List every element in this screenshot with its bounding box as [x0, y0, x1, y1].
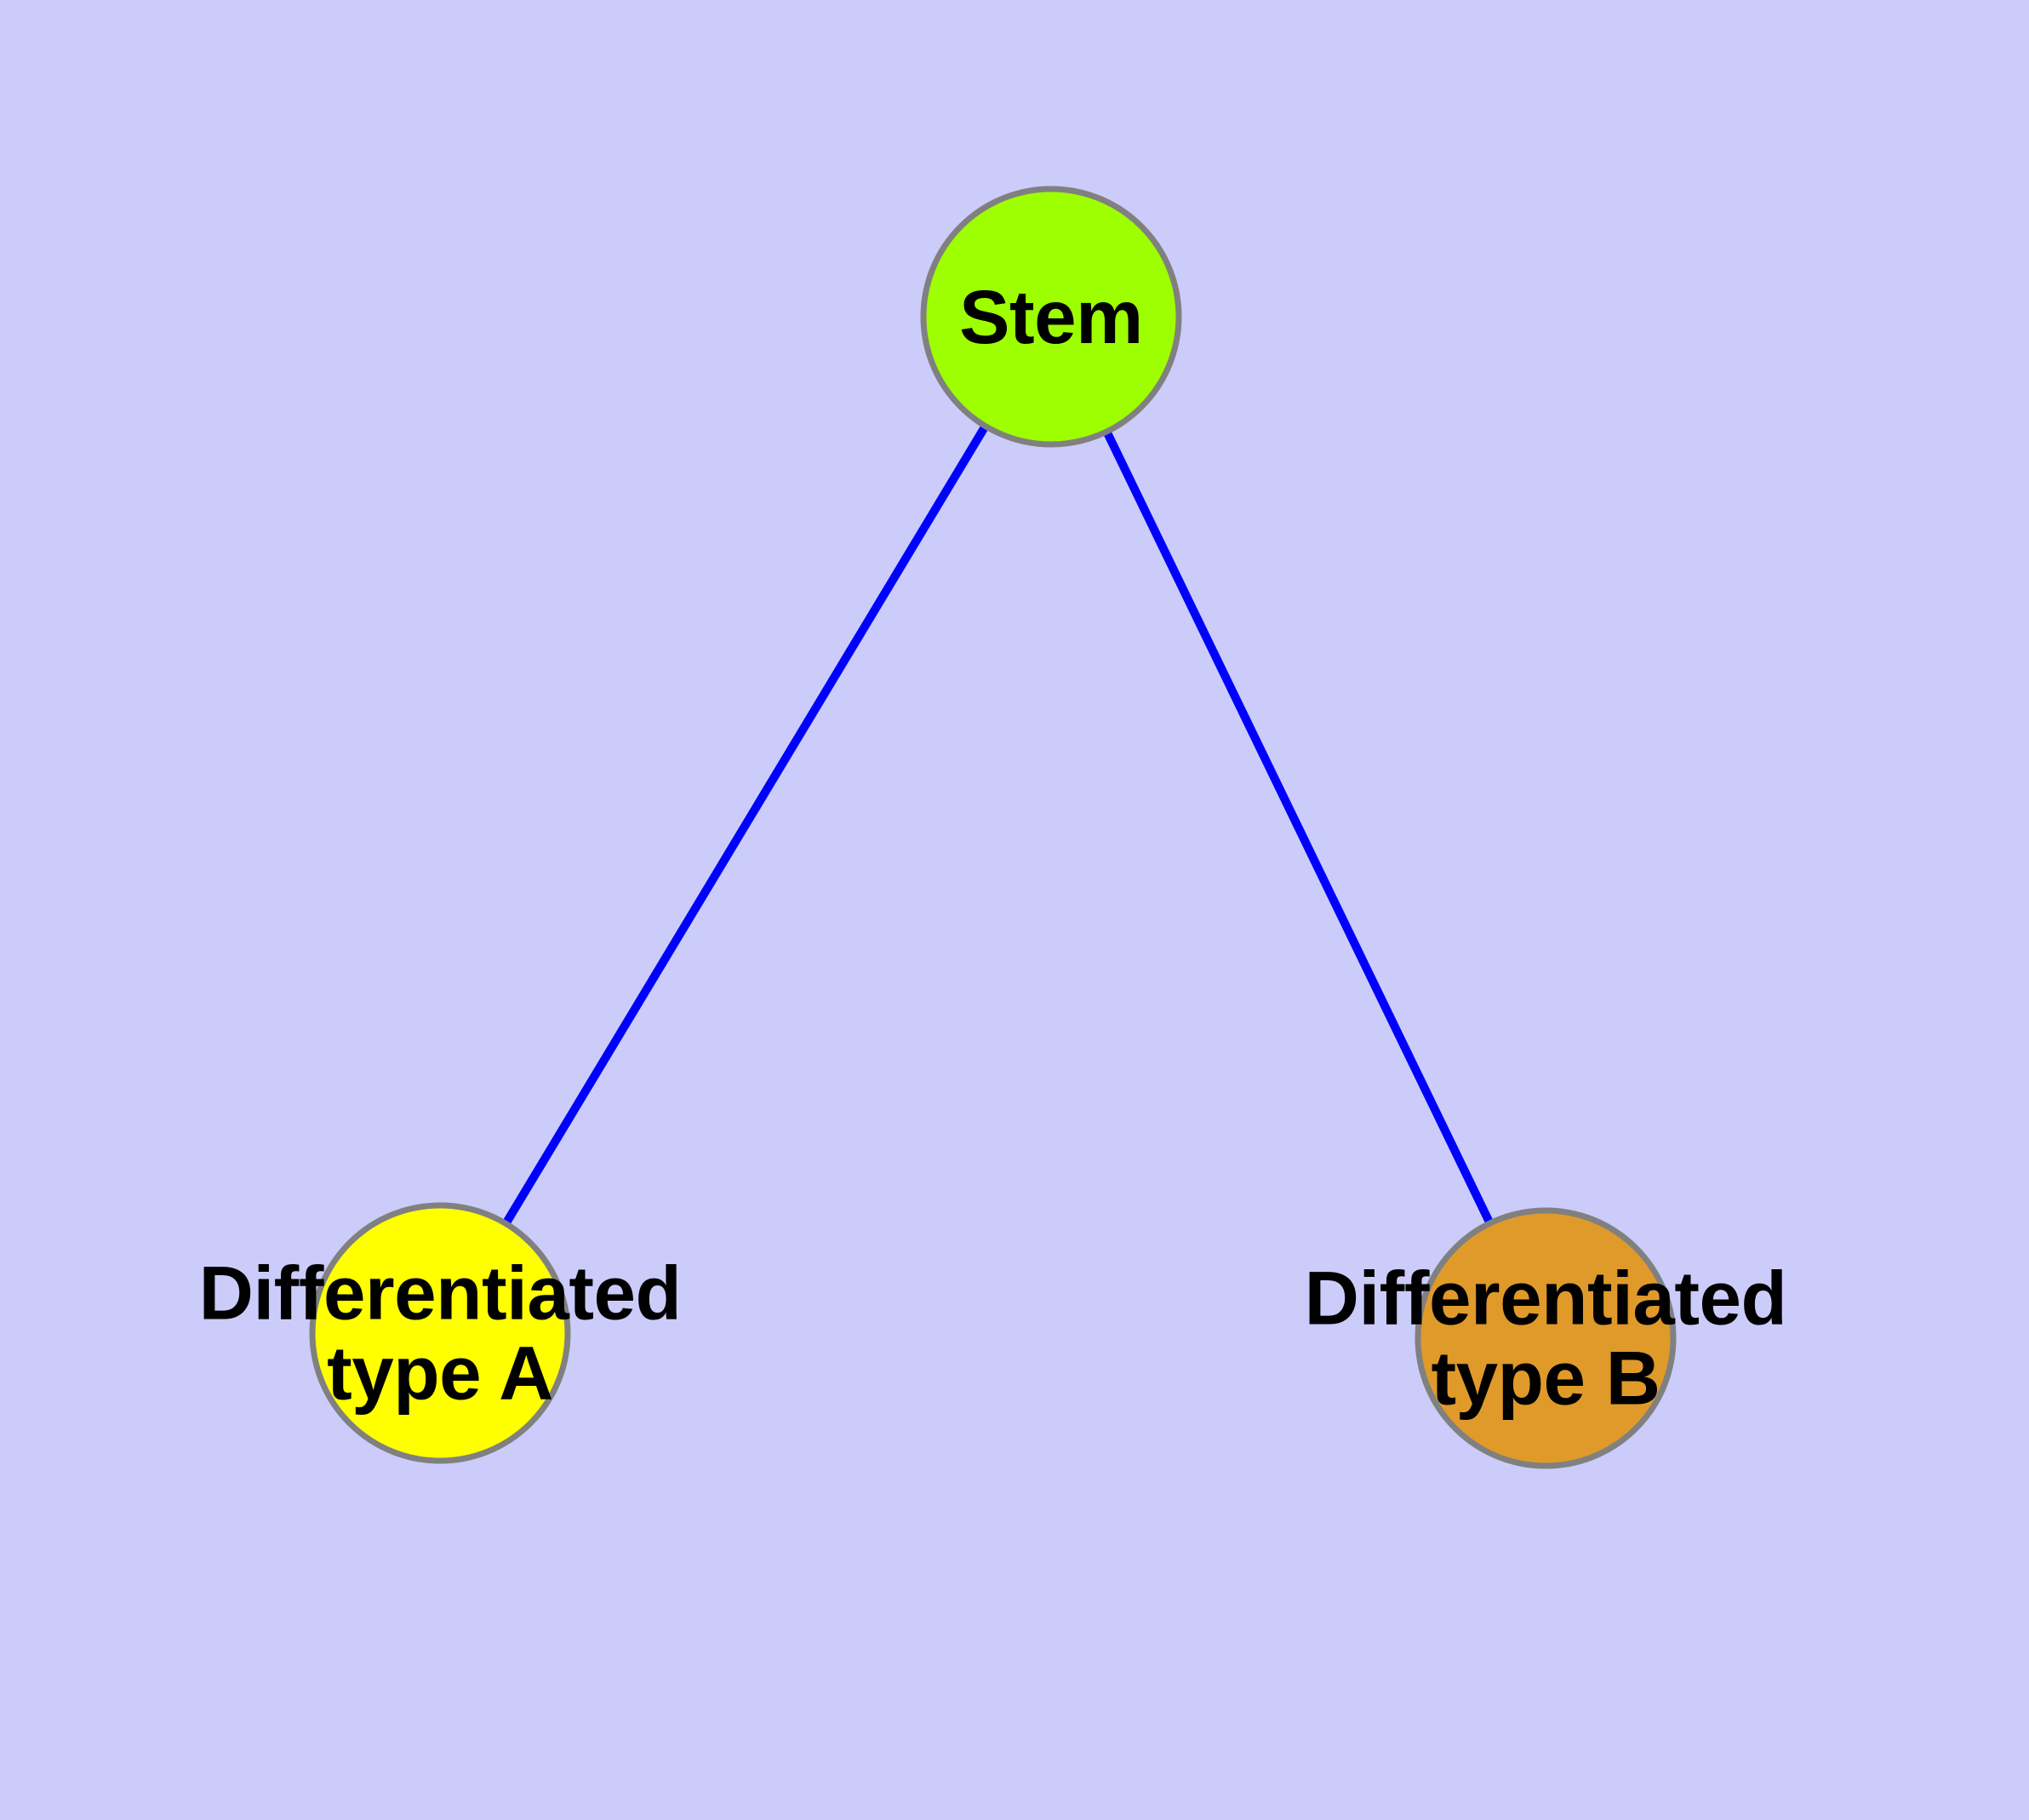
graph-node-diff_b[interactable] [1415, 1207, 1677, 1469]
node-layer [309, 186, 1677, 1469]
graph-edge-stem-to-diff-b[interactable] [1047, 314, 1550, 1341]
graph-edge-stem-to-diff-a[interactable] [436, 314, 1055, 1336]
edge-layer [436, 314, 1550, 1341]
graph-node-stem[interactable] [920, 186, 1182, 448]
graph-node-diff_a[interactable] [309, 1202, 571, 1464]
